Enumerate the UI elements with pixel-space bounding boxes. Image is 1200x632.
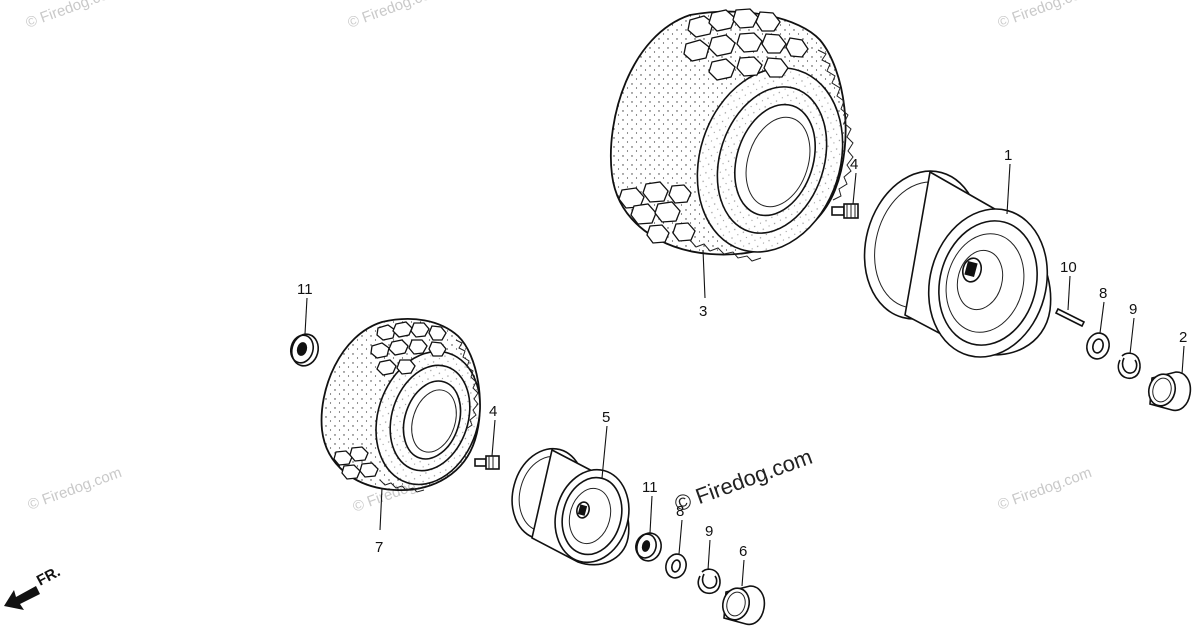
front-direction-indicator: FR. bbox=[4, 563, 63, 610]
rear-wheel-rim bbox=[863, 170, 1052, 358]
front-hub-cap bbox=[721, 585, 766, 626]
rear-tire bbox=[610, 8, 854, 262]
upper-bearing bbox=[289, 333, 320, 367]
rear-tire-valve bbox=[831, 203, 859, 219]
watermark-text: © Firedog.com bbox=[24, 0, 122, 32]
front-tread-lugs bbox=[333, 321, 447, 480]
callout-labels: 1 2 3 4 4 5 6 7 8 8 9 9 10 11 11 bbox=[297, 147, 1187, 560]
callout-front-washer: 8 bbox=[676, 503, 684, 520]
front-tire-valve bbox=[474, 455, 500, 470]
front-wheel-rim bbox=[511, 447, 630, 566]
small-parts bbox=[289, 203, 1192, 626]
callout-lower-bearing: 11 bbox=[642, 479, 658, 496]
callout-front-tire-valve: 4 bbox=[489, 403, 497, 420]
callout-upper-bearing: 11 bbox=[297, 281, 313, 298]
front-circlip bbox=[697, 568, 721, 595]
front-washer bbox=[665, 553, 687, 579]
watermark-text: © Firedog.com bbox=[26, 464, 124, 514]
watermark-text: © Firedog.com bbox=[346, 0, 444, 32]
watermark-text: © Firedog.com bbox=[996, 464, 1094, 514]
rear-hub-cap bbox=[1147, 371, 1192, 412]
lower-bearing bbox=[635, 532, 662, 562]
callout-rear-pin: 10 bbox=[1060, 259, 1077, 276]
rear-pin bbox=[1054, 307, 1086, 328]
callout-rear-washer: 8 bbox=[1099, 285, 1107, 302]
rear-washer bbox=[1086, 332, 1110, 360]
callout-rear-tire-valve: 4 bbox=[850, 156, 858, 173]
rear-tread-lugs bbox=[618, 8, 809, 244]
callout-front-tire: 7 bbox=[375, 539, 383, 556]
callout-rear-wheel-rim: 1 bbox=[1004, 147, 1012, 164]
rear-circlip bbox=[1117, 352, 1141, 380]
callout-front-wheel-rim: 5 bbox=[602, 409, 610, 426]
front-tire bbox=[320, 318, 481, 493]
watermark-main: © Firedog.com bbox=[671, 444, 815, 517]
callout-front-hub-cap: 6 bbox=[739, 543, 747, 560]
leader-lines bbox=[304, 163, 1185, 587]
callout-rear-circlip: 9 bbox=[1129, 301, 1137, 318]
front-direction-label: FR. bbox=[34, 563, 63, 589]
callout-rear-tire: 3 bbox=[699, 303, 707, 320]
callout-front-circlip: 9 bbox=[705, 523, 713, 540]
front-direction-arrow-icon bbox=[4, 586, 40, 610]
callout-rear-hub-cap: 2 bbox=[1179, 329, 1187, 346]
watermark-text: © Firedog.com bbox=[996, 0, 1094, 32]
